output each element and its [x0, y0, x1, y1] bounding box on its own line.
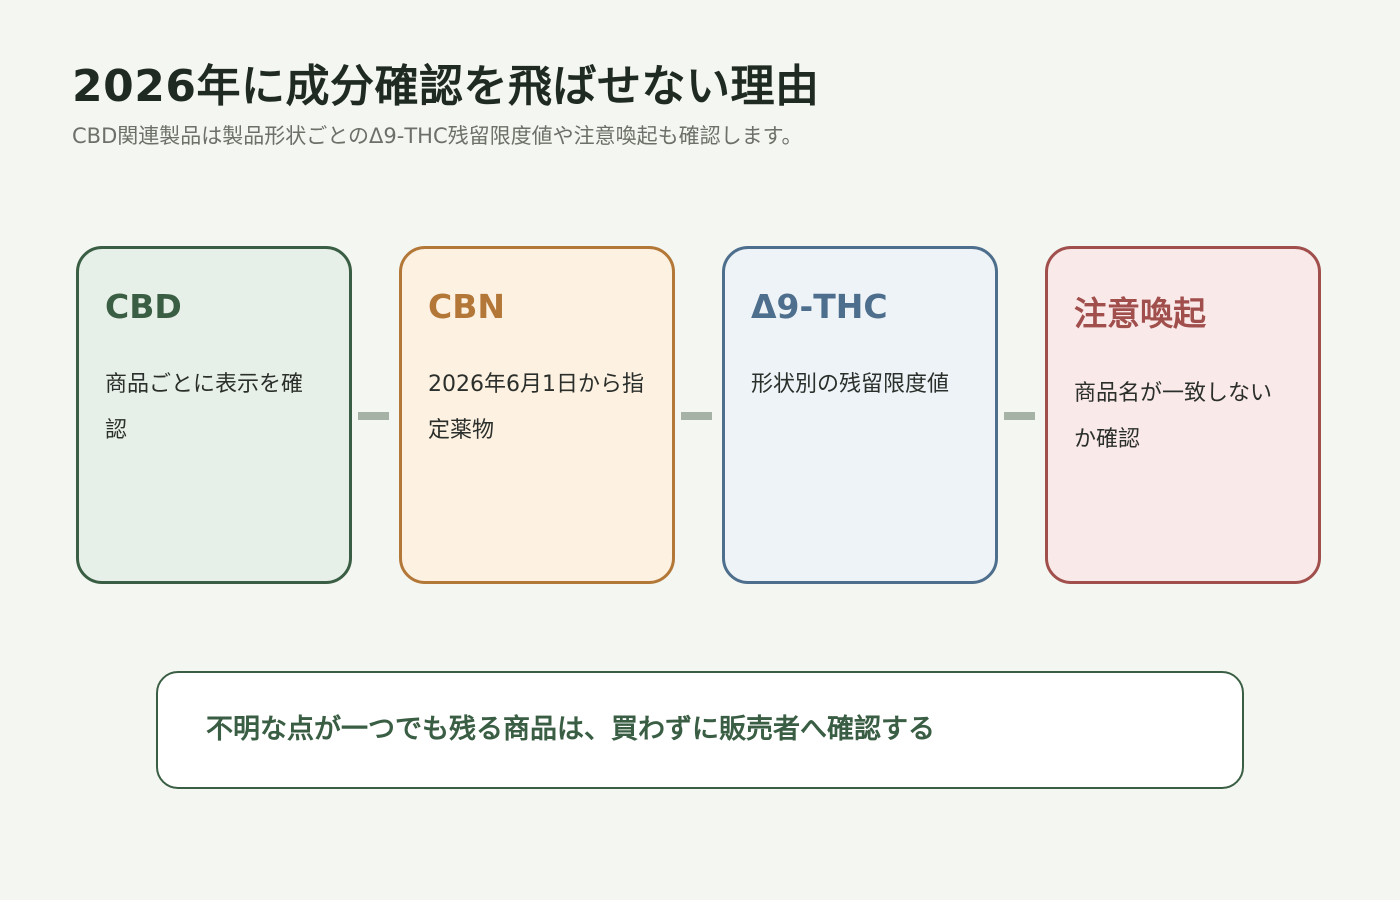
card-body: 2026年6月1日から指定薬物: [428, 372, 644, 443]
card-heading: Δ9-THC: [751, 287, 888, 326]
card-warning: 注意喚起 商品名が一致しないか確認: [1045, 246, 1321, 584]
card-delta9-thc: Δ9-THC 形状別の残留限度値: [722, 246, 998, 584]
connector-line: [1004, 412, 1035, 420]
card-heading: 注意喚起: [1074, 294, 1206, 333]
connector-line: [358, 412, 389, 420]
page-title: 2026年に成分確認を飛ばせない理由: [72, 61, 820, 112]
card-heading: CBD: [105, 287, 182, 326]
card-cbd: CBD 商品ごとに表示を確認: [76, 246, 352, 584]
summary-note-text: 不明な点が一つでも残る商品は、買わずに販売者へ確認する: [206, 714, 935, 745]
page-subtitle: CBD関連製品は製品形状ごとのΔ9-THC残留限度値や注意喚起も確認します。: [72, 124, 803, 148]
card-heading: CBN: [428, 287, 505, 326]
card-cbn: CBN 2026年6月1日から指定薬物: [399, 246, 675, 584]
card-body: 商品ごとに表示を確認: [105, 372, 304, 443]
card-body: 形状別の残留限度値: [751, 372, 950, 397]
connector-line: [681, 412, 712, 420]
summary-note-box: 不明な点が一つでも残る商品は、買わずに販売者へ確認する: [156, 671, 1244, 789]
card-body: 商品名が一致しないか確認: [1074, 381, 1273, 452]
